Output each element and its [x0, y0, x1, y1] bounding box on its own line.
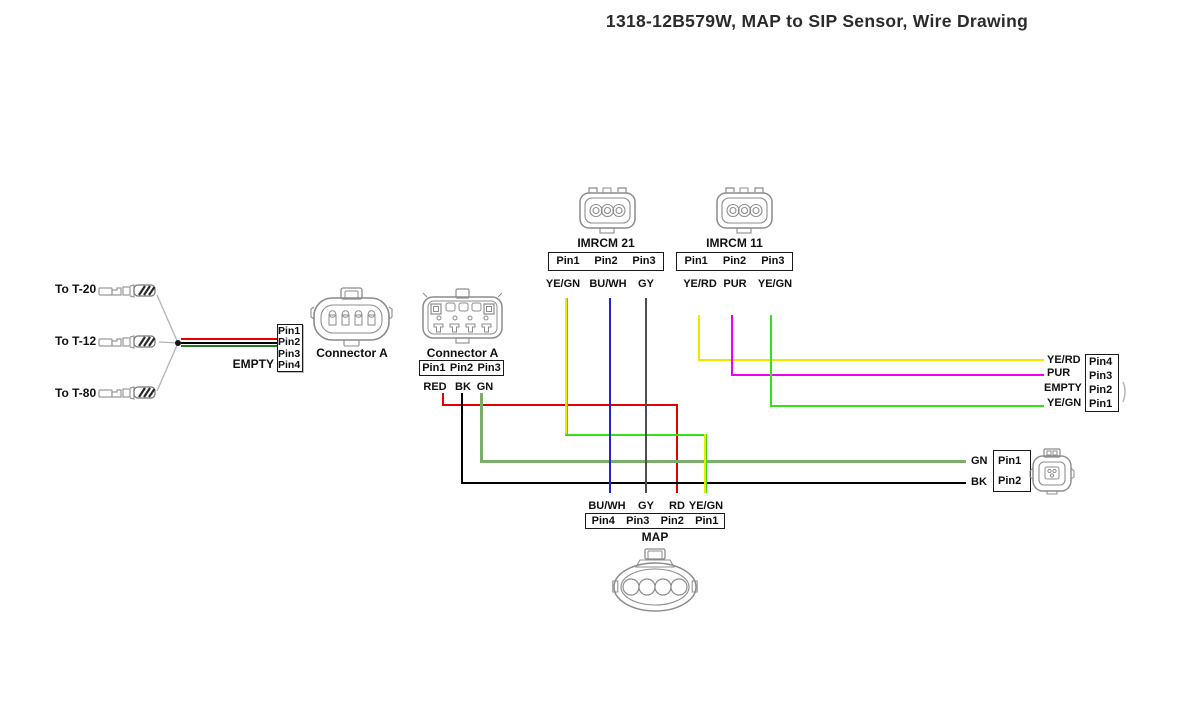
wire-green-v: [480, 393, 483, 463]
wire-green-bundle: [181, 345, 277, 347]
wire-color-label-bk: BK: [455, 381, 471, 393]
pin-label: Pin2: [594, 255, 618, 267]
imrcm11-connector-drawing: [716, 187, 773, 234]
crimp-terminal-t12-drawing: [98, 335, 156, 349]
wire-red-v1: [442, 393, 444, 406]
wire-yegn-a-h: [565, 434, 707, 436]
map-wire-yegn: YE/GN: [688, 500, 724, 512]
crimp-terminal-t80-drawing: [98, 386, 156, 400]
pin-label: Pin4: [591, 514, 615, 527]
map-wire-gy: GY: [638, 500, 654, 512]
imrcm21-wire-yegn: YE/GN: [545, 278, 581, 290]
wire-color-label-gn: GN: [476, 381, 494, 393]
pin-label: Pin4: [278, 359, 301, 371]
pin-label: Pin1: [998, 454, 1022, 467]
map-connector-drawing: [612, 548, 698, 612]
pin-label: Pin1: [278, 324, 301, 337]
wire-yegn-b-h: [770, 405, 1044, 407]
wire-yegn-yellow-half: [704, 434, 706, 493]
wire-red-v2: [676, 404, 678, 493]
map-pin-table: Pin4 Pin3 Pin2 Pin1: [585, 513, 725, 529]
crimp-terminal-t20-drawing: [98, 284, 156, 298]
pin-label: Pin1: [556, 255, 580, 267]
pin-label: Pin2: [660, 514, 684, 527]
terminal-label-t12: To T-12: [55, 334, 97, 348]
imrcm21-connector-drawing: [579, 187, 636, 234]
wire-yegn-a-v2: [704, 434, 707, 493]
map-wire-rd: RD: [669, 500, 685, 512]
connector-a-mid-label: Connector A: [426, 346, 499, 360]
terminal-label-t80: To T-80: [55, 386, 97, 400]
wire-yegn-yellow-half: [565, 298, 567, 436]
wire-yegn-green-half: [566, 298, 568, 436]
imrcm21-wire-buwh: BU/WH: [589, 278, 627, 290]
wire-blue-v: [609, 298, 611, 493]
pin-label: Pin2: [278, 336, 301, 348]
sip4-connector-fragment: [1122, 381, 1126, 403]
sip2-pin-table: Pin1 Pin2: [993, 450, 1031, 492]
wire-black-bundle: [181, 342, 277, 344]
sip4-pin-table: Pin4 Pin3 Pin2 Pin1: [1085, 354, 1119, 412]
wire-gray-v: [645, 298, 647, 493]
connector-a-mid-pin-table: Pin1 Pin2 Pin3: [419, 360, 504, 376]
sip2-wire-gn: GN: [971, 455, 988, 467]
wire-yellow-h: [698, 359, 1044, 361]
pin-label: Pin3: [477, 361, 501, 374]
empty-label-left: EMPTY: [232, 357, 274, 371]
wire-yegn-green-half: [705, 434, 707, 493]
sip2-connector-drawing: [1029, 448, 1075, 495]
imrcm21-pin-table: Pin1 Pin2 Pin3: [548, 252, 664, 271]
imrcm11-wire-yegn: YE/GN: [757, 278, 793, 290]
pin-label: Pin3: [1089, 369, 1113, 382]
imrcm11-pin-table: Pin1 Pin2 Pin3: [676, 252, 793, 271]
sip2-wire-bk: BK: [971, 476, 987, 488]
connector-a-left-label: Connector A: [316, 346, 388, 360]
sip4-wire-yerd: YE/RD: [1047, 354, 1081, 366]
pin-label: Pin2: [449, 361, 474, 374]
wire-green-h: [480, 460, 966, 463]
connector-a-pin-table: Pin1 Pin2 Pin3 Pin4: [277, 324, 303, 372]
wire-purple-h: [731, 374, 1044, 376]
pin-label: Pin2: [1089, 383, 1113, 396]
pin-label: Pin3: [626, 514, 650, 527]
connector-a-mid-drawing: [422, 288, 503, 344]
pin-label: Pin3: [632, 255, 656, 267]
imrcm11-label: IMRCM 11: [706, 236, 763, 250]
sip4-wire-yegn: YE/GN: [1047, 397, 1082, 409]
wire-black-h: [461, 482, 966, 484]
pin-label: Pin2: [998, 474, 1022, 487]
pin-label: Pin1: [695, 514, 719, 527]
wire-red-h: [442, 404, 678, 406]
map-wire-buwh: BU/WH: [588, 500, 626, 512]
pin-label: Pin3: [761, 255, 785, 267]
imrcm11-wire-pur: PUR: [723, 278, 747, 290]
wire-purple-v: [731, 315, 733, 376]
page-title: 1318-12B579W, MAP to SIP Sensor, Wire Dr…: [605, 11, 1029, 31]
connector-a-left-drawing: [310, 287, 393, 347]
imrcm21-label: IMRCM 21: [577, 236, 635, 250]
sip4-wire-pur: PUR: [1047, 367, 1071, 379]
pin-label: Pin4: [1089, 355, 1113, 368]
pin-label: Pin1: [422, 361, 446, 374]
wire-red-bundle: [181, 338, 277, 340]
map-label: MAP: [641, 530, 669, 544]
imrcm21-wire-gy: GY: [638, 278, 654, 290]
pin-label: Pin1: [684, 255, 708, 267]
imrcm11-wire-yerd: YE/RD: [683, 278, 717, 290]
pin-label: Pin1: [1089, 397, 1113, 410]
pin-label: Pin2: [722, 255, 747, 267]
sip4-wire-empty: EMPTY: [1044, 382, 1082, 394]
terminal-label-t20: To T-20: [55, 282, 97, 296]
wire-black-v: [461, 393, 463, 484]
pin-label: Pin3: [278, 347, 301, 360]
wire-yellow-v: [698, 315, 700, 361]
wire-yegn-a-v1: [565, 298, 568, 436]
lead-convergence-lines: [156, 294, 181, 392]
wire-yegn-b-v: [770, 315, 772, 407]
wire-color-label-red: RED: [423, 381, 447, 393]
